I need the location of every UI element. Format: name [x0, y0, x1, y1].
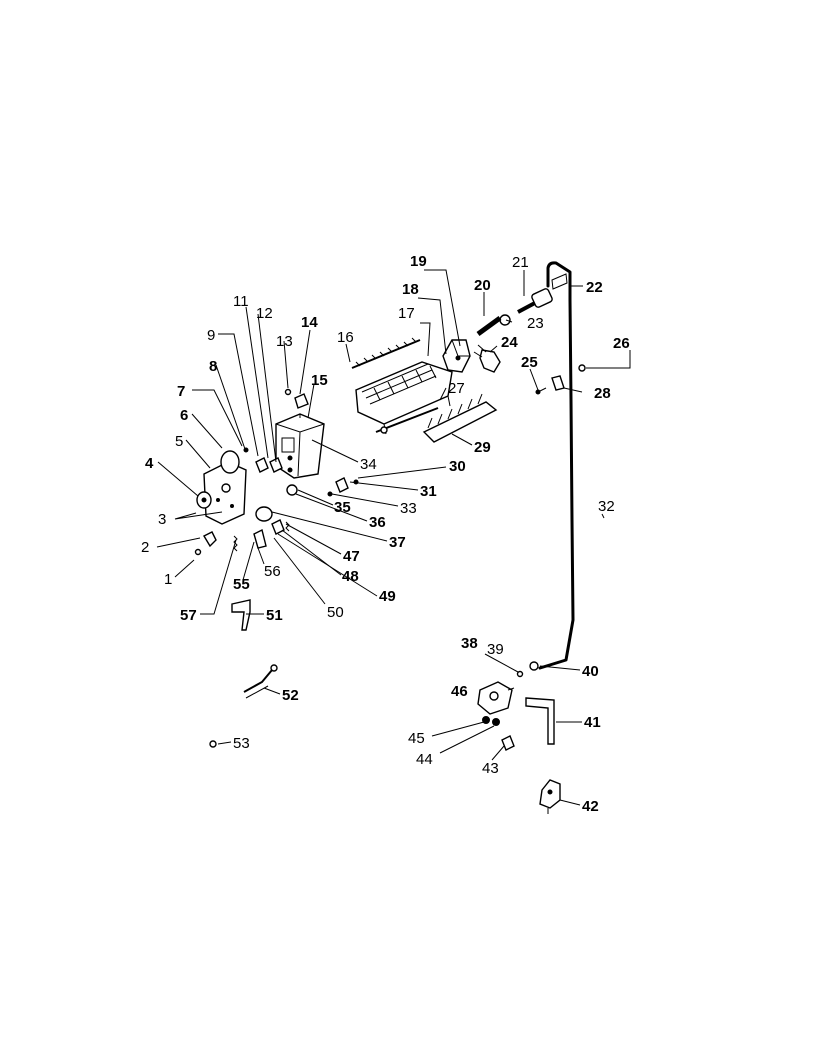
leader-lines: [156, 269, 631, 806]
part-label-27: 27: [448, 380, 465, 397]
water-valve-part: [477, 681, 515, 715]
part-label-29: 29: [474, 439, 491, 456]
part-label-17: 17: [398, 305, 415, 322]
part-label-15: 15: [311, 372, 328, 389]
part-label-12: 12: [256, 305, 273, 322]
part-label-43: 43: [482, 760, 499, 777]
part-label-11: 11: [233, 293, 249, 310]
ejector-part: [351, 337, 421, 369]
part-label-39: 39: [487, 641, 504, 658]
part-labels: 1234567891112131415161718192021222324252…: [141, 253, 630, 815]
part-label-26: 26: [613, 335, 630, 352]
part-label-32: 32: [598, 498, 615, 515]
switch-part: [255, 457, 293, 473]
part-label-2: 2: [141, 539, 149, 556]
part-label-45: 45: [408, 730, 425, 747]
part-label-36: 36: [369, 514, 386, 531]
part-label-14: 14: [301, 314, 318, 331]
part-label-30: 30: [449, 458, 466, 475]
ice-mold-part: [355, 361, 453, 435]
part-label-55: 55: [233, 576, 250, 593]
part-label-8: 8: [209, 358, 217, 375]
part-label-13: 13: [276, 333, 293, 350]
gear-part: [196, 491, 212, 509]
part-label-18: 18: [402, 281, 419, 298]
heater-strip-part: [422, 393, 498, 443]
part-label-5: 5: [175, 433, 183, 450]
part-label-48: 48: [342, 568, 359, 585]
part-label-51: 51: [266, 607, 283, 624]
lever-part: [194, 531, 217, 556]
part-label-33: 33: [400, 500, 417, 517]
part-label-19: 19: [410, 253, 427, 270]
mounting-plate-part: [203, 447, 249, 525]
part-label-35: 35: [334, 499, 351, 516]
mounting-block-part: [442, 339, 471, 373]
part-label-16: 16: [337, 329, 354, 346]
part-label-22: 22: [586, 279, 603, 296]
part-label-38: 38: [461, 635, 478, 652]
wire-harness-part: [243, 664, 278, 699]
knob-part: [473, 344, 501, 373]
valve-bracket-part: [525, 697, 555, 745]
valve-assembly-part: [539, 779, 561, 814]
part-label-53: 53: [233, 735, 250, 752]
part-label-47: 47: [343, 548, 360, 565]
part-label-46: 46: [451, 683, 468, 700]
part-label-20: 20: [474, 277, 491, 294]
clamp-part: [535, 364, 586, 395]
part-label-31: 31: [420, 483, 437, 500]
part-label-57: 57: [180, 607, 197, 624]
cam-assembly-part: [233, 477, 359, 552]
part-label-50: 50: [327, 604, 344, 621]
part-label-40: 40: [582, 663, 599, 680]
part-label-6: 6: [180, 407, 188, 424]
part-label-44: 44: [416, 751, 433, 768]
fitting-part: [482, 716, 515, 751]
part-label-49: 49: [379, 588, 396, 605]
washer-part: [516, 661, 539, 678]
part-label-23: 23: [527, 315, 544, 332]
nut-part: [209, 740, 217, 748]
bracket-part: [231, 599, 251, 631]
screw-assembly-part: [476, 288, 553, 337]
part-label-37: 37: [389, 534, 406, 551]
part-label-28: 28: [594, 385, 611, 402]
part-label-3: 3: [158, 511, 166, 528]
fill-tube-part: [538, 261, 575, 670]
part-label-7: 7: [177, 383, 185, 400]
part-label-4: 4: [145, 455, 154, 472]
part-label-1: 1: [164, 571, 172, 588]
part-label-52: 52: [282, 687, 299, 704]
housing-part: [275, 413, 325, 479]
part-label-42: 42: [582, 798, 599, 815]
part-label-56: 56: [264, 563, 281, 580]
part-label-34: 34: [360, 456, 377, 473]
part-label-41: 41: [584, 714, 601, 731]
part-label-21: 21: [512, 254, 529, 271]
part-label-9: 9: [207, 327, 215, 344]
part-label-24: 24: [501, 334, 518, 351]
heater-part: [375, 407, 439, 434]
part-label-25: 25: [521, 354, 538, 371]
clip-part: [284, 388, 309, 409]
